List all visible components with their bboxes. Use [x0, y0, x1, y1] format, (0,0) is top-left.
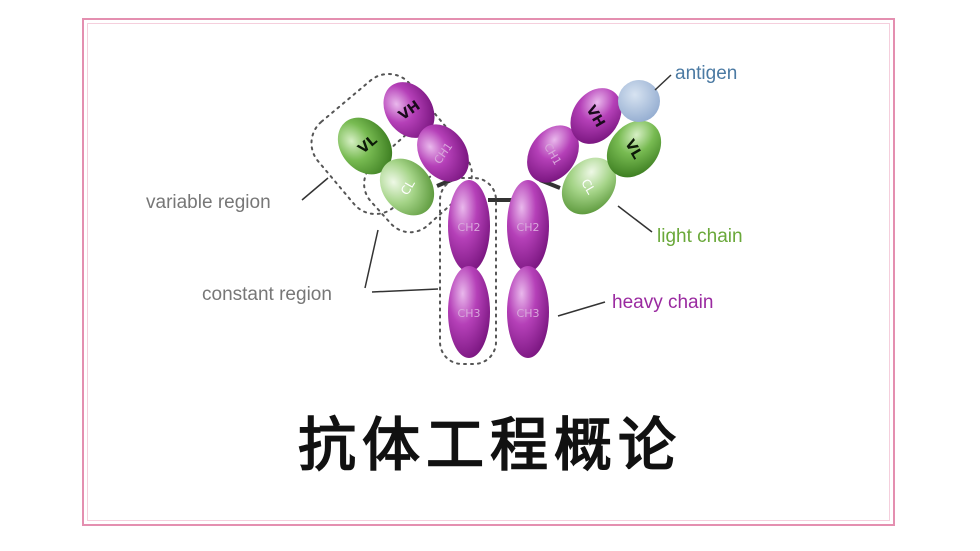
right-ch3-label: CH3 [517, 307, 540, 320]
leader-lines [301, 74, 672, 317]
left-ch3-label: CH3 [458, 307, 481, 320]
slide-title: 抗体工程概论 [297, 411, 682, 479]
left-ch2-label: CH2 [458, 221, 481, 234]
right-cl-label: CL [578, 176, 598, 196]
light-chain-label: light chain [657, 226, 743, 247]
antigen-circle [618, 80, 660, 122]
constant-region-label: constant region [202, 284, 332, 305]
right-cl-domain: CL [561, 157, 617, 215]
left-vl-domain: VL [337, 117, 393, 175]
left-vh-domain: VH [383, 82, 435, 138]
right-vl-domain: VL [606, 120, 662, 178]
right-ch3-domain: CH3 [507, 266, 549, 358]
heavy-chain-label: heavy chain [612, 292, 713, 313]
left-ch2-domain: CH2 [448, 180, 490, 272]
left-cl-domain: CL [379, 158, 435, 216]
left-cl-label: CL [398, 177, 418, 197]
right-vh-domain: VH [570, 88, 622, 144]
right-ch1-domain: CH1 [527, 125, 579, 183]
left-ch3-domain: CH3 [448, 266, 490, 358]
right-ch2-domain: CH2 [507, 180, 549, 272]
slide-frame [82, 18, 895, 526]
right-ch2-label: CH2 [517, 221, 540, 234]
antigen-label: antigen [675, 63, 737, 84]
variable-region-label: variable region [146, 192, 271, 213]
left-ch1-domain: CH1 [417, 124, 469, 182]
